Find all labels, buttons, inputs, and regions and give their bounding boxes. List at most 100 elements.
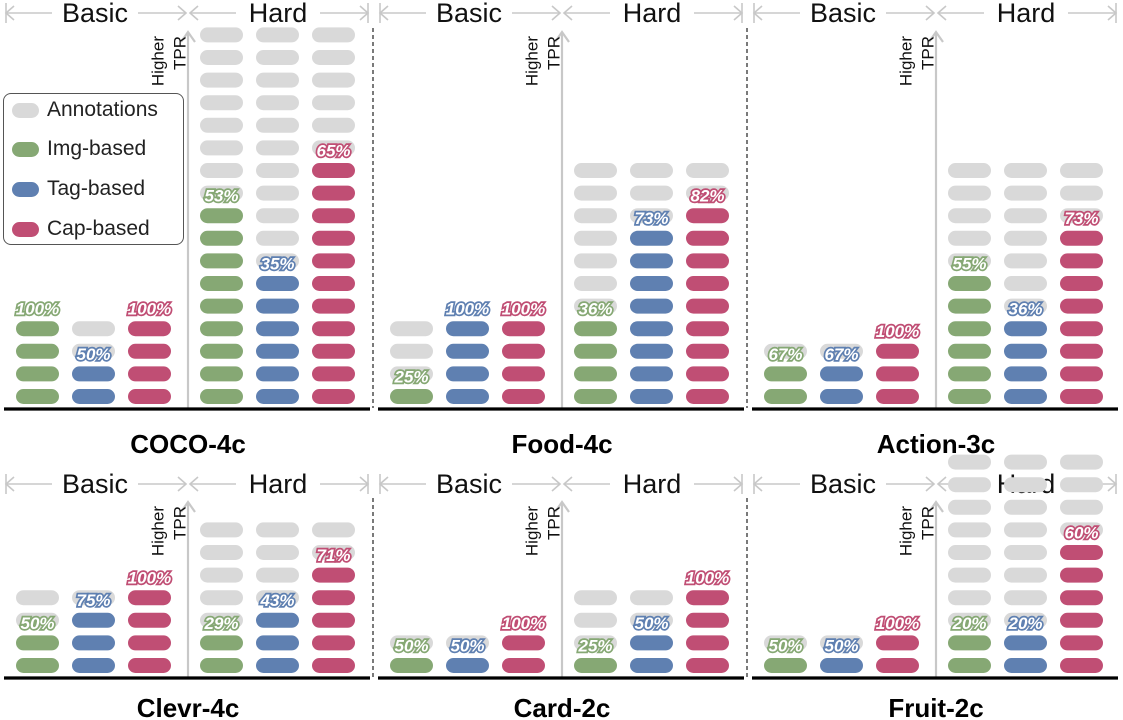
pill-coco-4c-basic-tag-1	[72, 389, 115, 404]
pill-action-3c-basic-img-2	[764, 366, 807, 382]
pill-fruit-2c-hard-img-3	[948, 612, 991, 628]
pill-coco-4c-hard-cap-12	[312, 140, 355, 156]
pill-food-4c-hard-img-11	[574, 163, 617, 178]
pill-action-3c-hard-tag-10	[1004, 185, 1047, 201]
pill-coco-4c-hard-img-1	[200, 389, 243, 404]
pill-action-3c-hard-cap-6	[1060, 276, 1103, 291]
pill-action-3c-hard-cap-4	[1060, 321, 1103, 337]
pill-fruit-2c-hard-img-9	[948, 477, 991, 493]
pill-food-4c-hard-cap-9	[686, 208, 729, 224]
pill-coco-4c-hard-tag-9	[256, 208, 299, 224]
pill-action-3c-hard-img-5	[948, 298, 991, 314]
legend-item-img: Img-based	[12, 135, 146, 163]
pill-action-3c-hard-cap-10	[1060, 185, 1103, 201]
hard-arrow-left-head	[188, 5, 199, 21]
category-label-basic: Basic	[62, 469, 128, 499]
higher-tpr-arrow-head	[554, 30, 570, 43]
category-label-basic: Basic	[436, 0, 502, 28]
pill-coco-4c-hard-cap-10	[312, 185, 355, 201]
pill-action-3c-hard-cap-7	[1060, 253, 1103, 269]
pill-coco-4c-basic-cap-4	[128, 321, 171, 337]
pill-food-4c-hard-tag-5	[630, 298, 673, 314]
pill-food-4c-hard-tag-10	[630, 185, 673, 201]
pill-coco-4c-hard-img-7	[200, 253, 243, 269]
legend-swatch-tag	[12, 181, 39, 197]
basic-arrow-right-head	[551, 476, 562, 492]
pill-fruit-2c-hard-cap-10	[1060, 454, 1103, 470]
pill-food-4c-hard-img-4	[574, 321, 617, 337]
pill-card-2c-basic-tag-2	[446, 635, 489, 651]
pill-food-4c-basic-img-4	[390, 321, 433, 337]
pill-food-4c-hard-cap-1	[686, 389, 729, 404]
pill-food-4c-hard-cap-5	[686, 298, 729, 314]
higher-tpr-label-2: TPR	[171, 506, 190, 540]
dataset-title: Fruit-2c	[888, 693, 983, 720]
panel-fruit-2c: BasicHardHigherTPR50%50%100%20%20%60%Fru…	[752, 454, 1118, 720]
category-label-hard: Hard	[623, 469, 682, 499]
pill-action-3c-hard-tag-9	[1004, 208, 1047, 224]
pill-action-3c-hard-img-8	[948, 230, 991, 246]
pill-food-4c-basic-tag-1	[446, 389, 489, 404]
higher-tpr-label-2: TPR	[171, 36, 190, 70]
pill-food-4c-hard-cap-2	[686, 366, 729, 382]
pill-clevr-4c-hard-tag-4	[256, 590, 299, 606]
basic-arrow-right-head	[551, 5, 562, 21]
pill-action-3c-hard-tag-8	[1004, 230, 1047, 246]
legend-swatch-cap	[12, 221, 39, 237]
legend-label-cap: Cap-based	[47, 217, 150, 240]
pill-coco-4c-hard-cap-8	[312, 230, 355, 246]
pill-action-3c-hard-img-11	[948, 163, 991, 178]
pill-coco-4c-basic-img-3	[16, 343, 59, 359]
pill-fruit-2c-hard-img-5	[948, 567, 991, 583]
pill-coco-4c-hard-tag-3	[256, 343, 299, 359]
higher-tpr-label-1: Higher	[149, 36, 168, 86]
higher-tpr-arrow-head	[928, 30, 944, 43]
legend-swatch-annotations	[12, 102, 39, 118]
pill-coco-4c-hard-img-14	[200, 95, 243, 111]
pill-food-4c-hard-tag-3	[630, 343, 673, 359]
pill-fruit-2c-basic-img-2	[764, 635, 807, 651]
pill-action-3c-hard-tag-2	[1004, 366, 1047, 382]
higher-tpr-label-2: TPR	[545, 506, 564, 540]
legend-item-cap: Cap-based	[12, 215, 150, 243]
pill-coco-4c-hard-tag-8	[256, 230, 299, 246]
pill-clevr-4c-hard-img-4	[200, 590, 243, 606]
pill-clevr-4c-hard-tag-1	[256, 658, 299, 673]
pill-action-3c-basic-tag-1	[820, 389, 863, 404]
pill-coco-4c-hard-tag-14	[256, 95, 299, 111]
pill-clevr-4c-hard-img-2	[200, 635, 243, 651]
pill-coco-4c-hard-img-13	[200, 117, 243, 133]
pill-coco-4c-hard-tag-1	[256, 389, 299, 404]
legend-swatch-img	[12, 141, 39, 157]
pill-card-2c-basic-img-1	[390, 658, 433, 673]
pill-clevr-4c-hard-img-7	[200, 522, 243, 538]
pill-coco-4c-hard-tag-12	[256, 140, 299, 156]
higher-tpr-arrow-head	[180, 30, 196, 43]
pill-food-4c-hard-tag-1	[630, 389, 673, 404]
pill-action-3c-basic-cap-2	[876, 366, 919, 382]
pill-food-4c-hard-img-7	[574, 253, 617, 269]
pill-coco-4c-hard-cap-2	[312, 366, 355, 382]
pill-clevr-4c-basic-tag-2	[72, 635, 115, 651]
pill-fruit-2c-hard-tag-8	[1004, 499, 1047, 515]
pill-fruit-2c-hard-img-4	[948, 590, 991, 606]
pill-fruit-2c-hard-cap-7	[1060, 522, 1103, 538]
value-label-coco-4c-hard-img: 53%	[204, 187, 238, 206]
pill-fruit-2c-hard-cap-8	[1060, 499, 1103, 515]
pill-action-3c-basic-img-3	[764, 343, 807, 359]
pill-clevr-4c-basic-tag-1	[72, 658, 115, 673]
pill-coco-4c-hard-img-4	[200, 321, 243, 337]
pill-clevr-4c-hard-tag-7	[256, 522, 299, 538]
legend-label-img: Img-based	[47, 137, 147, 160]
value-label-food-4c-basic-tag: 100%	[446, 300, 489, 319]
pill-food-4c-basic-tag-4	[446, 321, 489, 337]
pill-coco-4c-hard-cap-3	[312, 343, 355, 359]
pill-clevr-4c-hard-tag-3	[256, 612, 299, 628]
pill-card-2c-basic-cap-1	[502, 658, 545, 673]
pill-action-3c-hard-tag-6	[1004, 276, 1047, 291]
value-label-action-3c-basic-cap: 100%	[876, 322, 919, 341]
pill-food-4c-hard-img-8	[574, 230, 617, 246]
pill-coco-4c-hard-cap-13	[312, 117, 355, 133]
